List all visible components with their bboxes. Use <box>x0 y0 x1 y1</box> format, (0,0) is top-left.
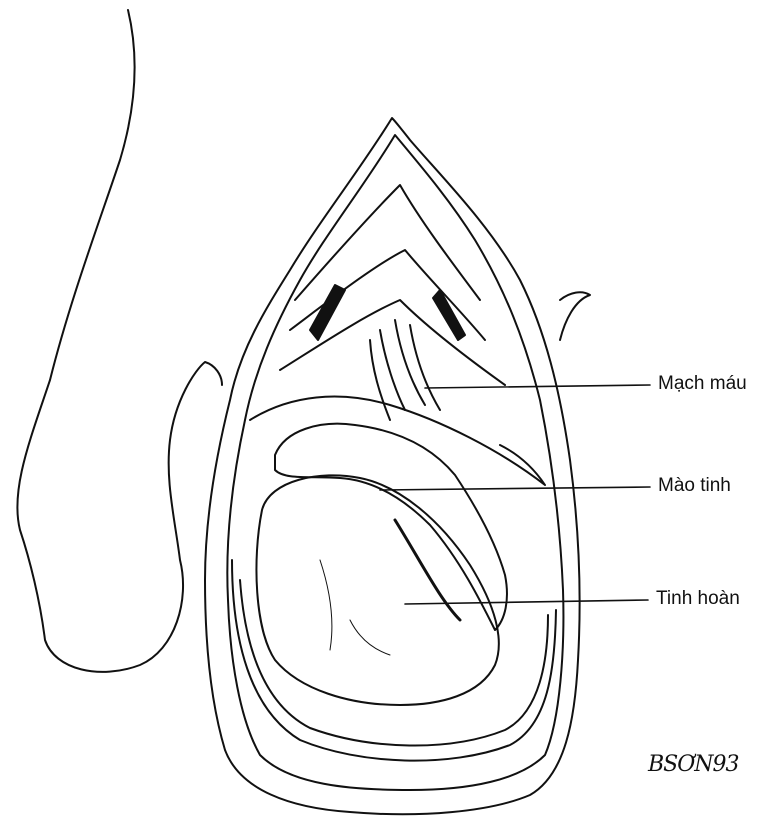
label-testis: Tinh hoàn <box>656 588 740 610</box>
scrotum-layer-3 <box>240 580 548 746</box>
label-vessels: Mạch máu <box>658 373 747 395</box>
testis-texture <box>320 560 390 655</box>
label-epididymis: Mào tinh <box>658 475 731 497</box>
opening-rim <box>250 397 545 485</box>
penis-outline <box>17 10 222 672</box>
leader-line-epididymis <box>380 487 650 490</box>
testis-drawing <box>256 475 498 705</box>
epididymis-drawing <box>275 424 507 630</box>
vessels-drawing <box>370 320 440 420</box>
leader-line-testis <box>405 600 648 604</box>
shadow-right <box>433 290 465 340</box>
scrotum-outer <box>205 118 580 814</box>
testis-crease <box>395 520 460 620</box>
scrotum-right-edge <box>560 292 590 340</box>
artist-signature: BSƠN93 <box>648 752 739 777</box>
